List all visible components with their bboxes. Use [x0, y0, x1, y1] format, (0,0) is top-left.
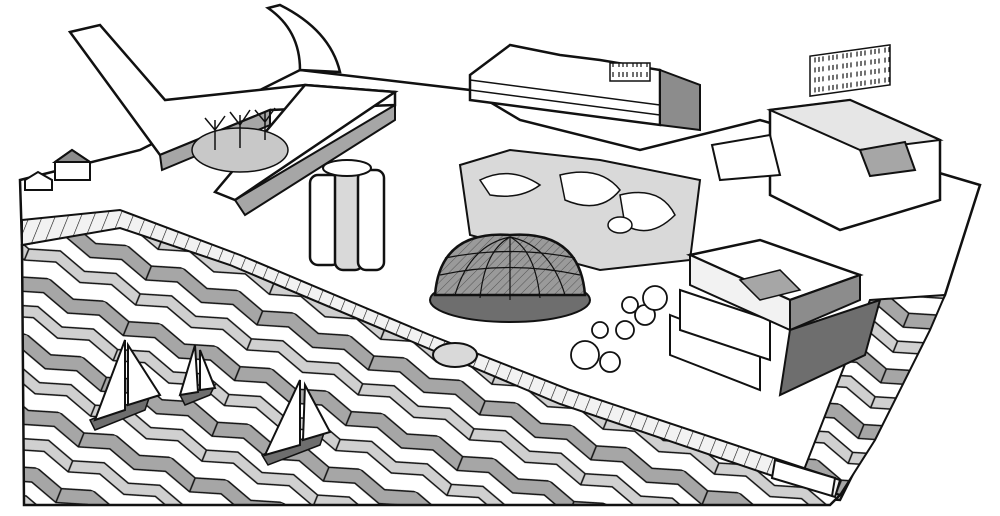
stepped-building [669, 238, 882, 397]
courtyard-trees [204, 107, 276, 150]
silo-towers [308, 159, 386, 272]
park-area [458, 148, 702, 272]
pier-end [770, 458, 837, 498]
glass-dome [429, 233, 591, 323]
l-shaped-building [67, 23, 399, 217]
circle-pools [570, 285, 668, 373]
sailboat [88, 339, 162, 431]
curved-road [265, 3, 342, 74]
kiosk [432, 342, 478, 368]
sailboat [178, 344, 217, 406]
small-houses [24, 148, 94, 191]
sailboat [260, 379, 332, 466]
office-building-top [468, 43, 701, 132]
boardwalk [21, 208, 842, 499]
office-block-right [710, 44, 944, 232]
